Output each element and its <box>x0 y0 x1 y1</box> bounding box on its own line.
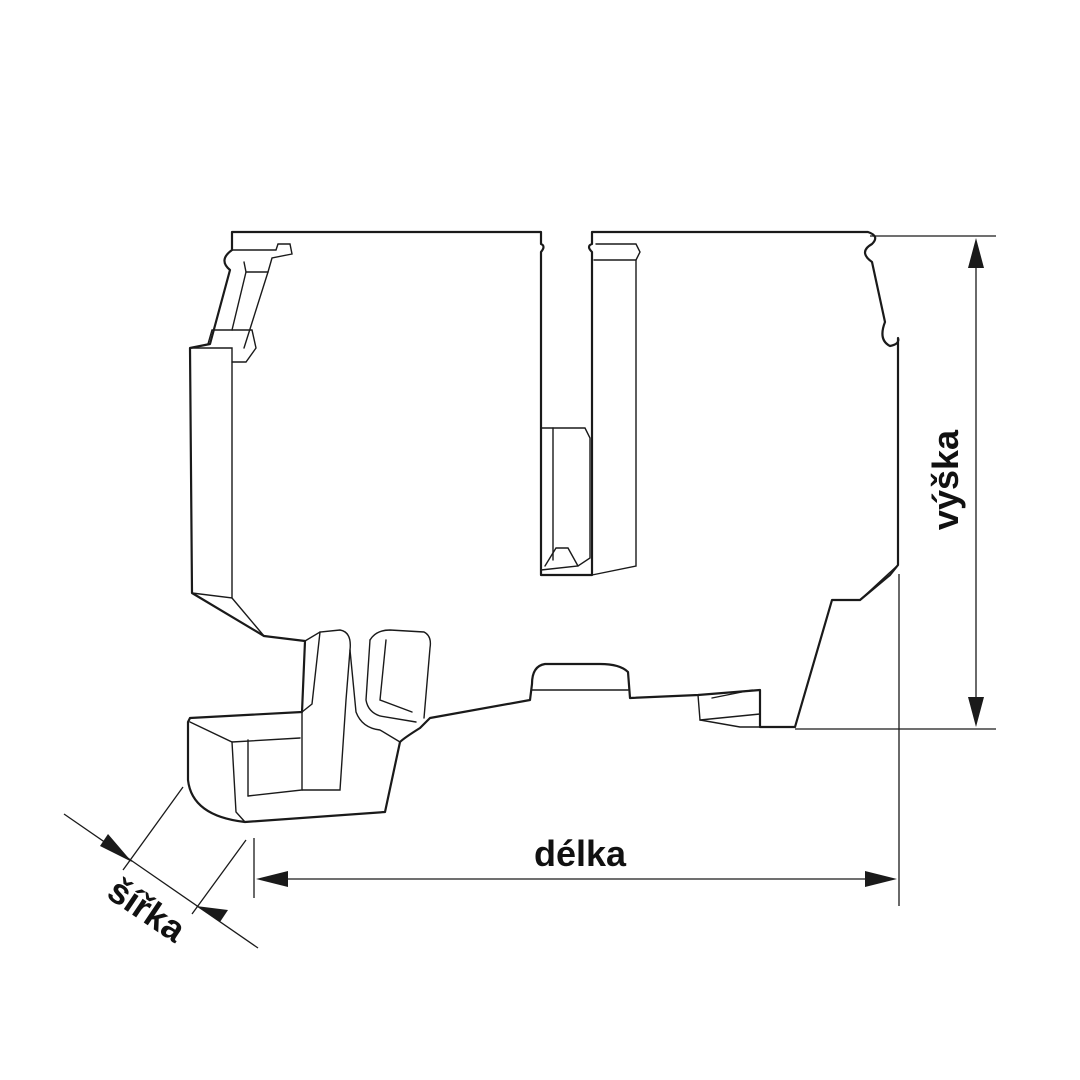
length-dimension: délka <box>253 574 900 906</box>
width-extension-upper <box>122 786 184 871</box>
width-label: šířka <box>101 869 194 951</box>
length-arrow-left <box>256 871 288 887</box>
length-label: délka <box>534 833 627 874</box>
length-arrow-right <box>865 871 897 887</box>
width-dimension: šířka <box>63 786 259 951</box>
height-arrow-bottom <box>968 697 984 727</box>
width-arrow-lower <box>196 906 228 922</box>
height-label: výška <box>925 429 966 530</box>
height-arrow-top <box>968 238 984 268</box>
width-arrow-upper <box>100 834 132 862</box>
width-dimension-line <box>63 813 259 949</box>
width-extension-lower <box>191 839 247 915</box>
terminal-block-outline <box>186 230 900 824</box>
height-dimension: výška <box>795 235 996 730</box>
